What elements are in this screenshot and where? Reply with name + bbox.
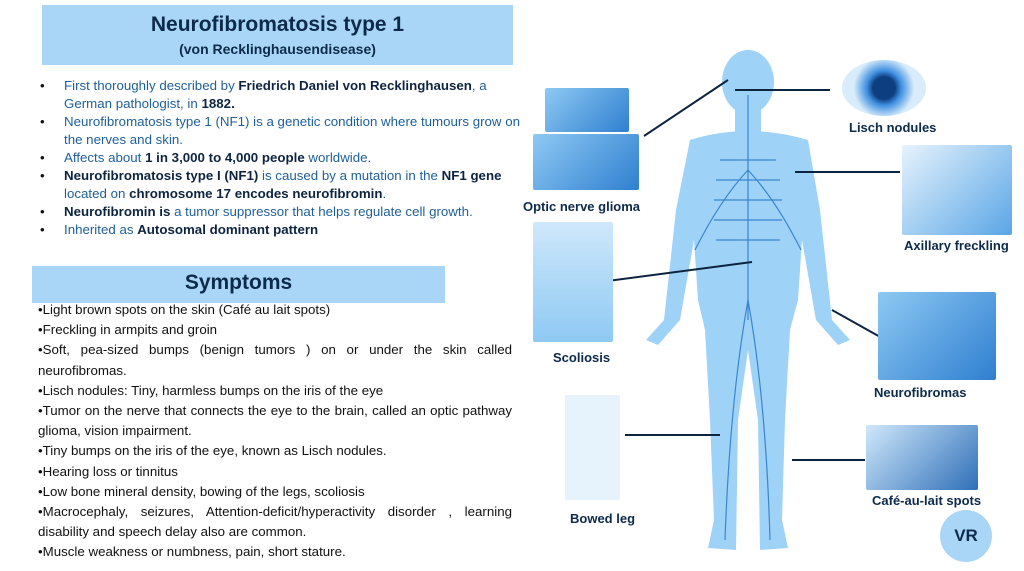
- title-box: Neurofibromatosis type 1 (von Recklingha…: [42, 5, 513, 65]
- body-diagram: [599, 50, 900, 550]
- symptoms-list: •Light brown spots on the skin (Café au …: [38, 300, 512, 563]
- intro-text: chromosome 17 encodes neurofibromin: [129, 186, 383, 201]
- eye-photo: [545, 88, 629, 132]
- intro-text: Neurofibromatosis type 1 (NF1) is a gene…: [64, 114, 520, 147]
- symptom-item: •Lisch nodules: Tiny, harmless bumps on …: [38, 382, 384, 398]
- intro-text: Neurofibromatosis type I (NF1): [64, 168, 259, 183]
- intro-text: First thoroughly described by: [64, 78, 239, 93]
- intro-item: Neurofibromatosis type I (NF1) is caused…: [38, 167, 538, 203]
- nerve-lines: [694, 95, 802, 541]
- symptom-item: •Tumor on the nerve that connects the ey…: [38, 403, 512, 439]
- label-cafe-au-lait: Café-au-lait spots: [872, 493, 982, 508]
- fundus-photos: [533, 134, 639, 190]
- symptoms-heading: Symptoms: [32, 266, 445, 303]
- intro-text: worldwide.: [304, 150, 372, 165]
- label-neurofibromas: Neurofibromas: [874, 385, 967, 400]
- label-scoliosis: Scoliosis: [553, 350, 611, 365]
- symptom-item: •Macrocephaly, seizures, Attention-defic…: [38, 504, 512, 540]
- axillary-image: [902, 145, 1012, 235]
- neurofibromas-image: [878, 292, 996, 380]
- intro-text: Neurofibromin is: [64, 204, 171, 219]
- label-axillary-freckling: Axillary freckling: [904, 238, 1009, 253]
- human-body-figure: [646, 50, 850, 550]
- intro-item: First thoroughly described by Friedrich …: [38, 77, 538, 113]
- intro-item: Affects about 1 in 3,000 to 4,000 people…: [38, 149, 538, 167]
- symptom-item: •Hearing loss or tinnitus: [38, 463, 178, 479]
- symptom-item: •Muscle weakness or numbness, pain, shor…: [38, 544, 346, 560]
- label-lisch-nodules: Lisch nodules: [849, 120, 937, 135]
- symptom-item: •Tiny bumps on the iris of the eye, know…: [38, 443, 387, 459]
- intro-text: .: [382, 186, 387, 201]
- intro-text: a tumor suppressor that helps regulate c…: [170, 204, 473, 219]
- symptom-item: •Low bone mineral density, bowing of the…: [38, 483, 365, 499]
- intro-text: located on: [64, 186, 130, 201]
- lisch-eye-image: [842, 60, 926, 116]
- intro-text: 1 in 3,000 to 4,000 people: [145, 150, 305, 165]
- page-subtitle: (von Recklinghausendisease): [179, 41, 376, 57]
- intro-text: Friedrich Daniel von Recklinghausen: [238, 78, 472, 93]
- symptom-item: •Freckling in armpits and groin: [38, 322, 218, 338]
- page-title: Neurofibromatosis type 1: [150, 13, 405, 36]
- intro-item: Neurofibromatosis type 1 (NF1) is a gene…: [38, 113, 538, 149]
- intro-text: , a German pathologist, in: [64, 78, 487, 111]
- scoliosis-image: [533, 222, 613, 342]
- label-optic-nerve-glioma: Optic nerve glioma: [523, 199, 641, 214]
- intro-text: NF1 gene: [441, 168, 502, 183]
- symptom-item: •Light brown spots on the skin (Café au …: [38, 302, 331, 317]
- symptom-item: •Soft, pea-sized bumps (benign tumors ) …: [38, 342, 512, 378]
- intro-text: Affects about: [64, 150, 146, 165]
- intro-item: Inherited as Autosomal dominant pattern: [38, 221, 538, 239]
- bowed-leg-image: [565, 395, 620, 500]
- intro-item: Neurofibromin is a tumor suppressor that…: [38, 203, 538, 221]
- intro-text: Autosomal dominant pattern: [137, 222, 319, 237]
- label-bowed-leg: Bowed leg: [570, 511, 636, 526]
- pointer-lines: [599, 79, 900, 461]
- intro-text: is caused by a mutation in the: [258, 168, 442, 183]
- cafe-au-lait-image: [866, 425, 978, 490]
- intro-list: First thoroughly described by Friedrich …: [38, 77, 538, 239]
- intro-text: Inherited as: [64, 222, 138, 237]
- vr-badge: VR: [940, 510, 992, 562]
- intro-text: 1882.: [201, 96, 235, 111]
